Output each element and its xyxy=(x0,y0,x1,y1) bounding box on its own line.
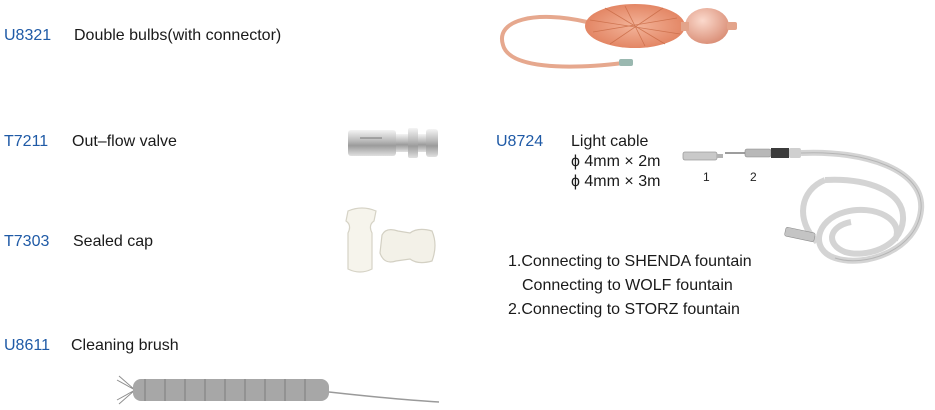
product-code-t7211: T7211 xyxy=(4,133,49,150)
spec-3m: ϕ 4mm × 3m xyxy=(571,173,661,190)
connector-adapter-image xyxy=(682,151,723,161)
product-code-u8611: U8611 xyxy=(4,337,50,354)
note-line-1: 1.Connecting to SHENDA fountain xyxy=(508,253,752,270)
product-name-double-bulbs: Double bulbs(with connector) xyxy=(74,27,282,44)
out-flow-valve-image xyxy=(348,128,438,158)
connector-label-2: 2 xyxy=(750,170,757,184)
connector-label-1: 1 xyxy=(703,170,710,184)
cleaning-brush-image xyxy=(116,375,440,405)
product-name-cleaning-brush: Cleaning brush xyxy=(71,337,179,354)
note-line-3: 2.Connecting to STORZ fountain xyxy=(508,301,740,318)
product-code-u8724: U8724 xyxy=(496,133,544,150)
double-bulbs-image xyxy=(500,4,737,69)
product-code-u8321: U8321 xyxy=(4,27,52,44)
sealed-cap-image xyxy=(345,207,436,273)
product-name-light-cable: Light cable xyxy=(571,133,649,150)
light-cable-image xyxy=(725,148,925,264)
spec-2m: ϕ 4mm × 2m xyxy=(571,153,661,170)
note-line-2: Connecting to WOLF fountain xyxy=(522,277,733,294)
product-name-sealed-cap: Sealed cap xyxy=(73,233,154,250)
product-name-out-flow-valve: Out–flow valve xyxy=(72,133,177,150)
product-code-t7303: T7303 xyxy=(4,233,50,250)
